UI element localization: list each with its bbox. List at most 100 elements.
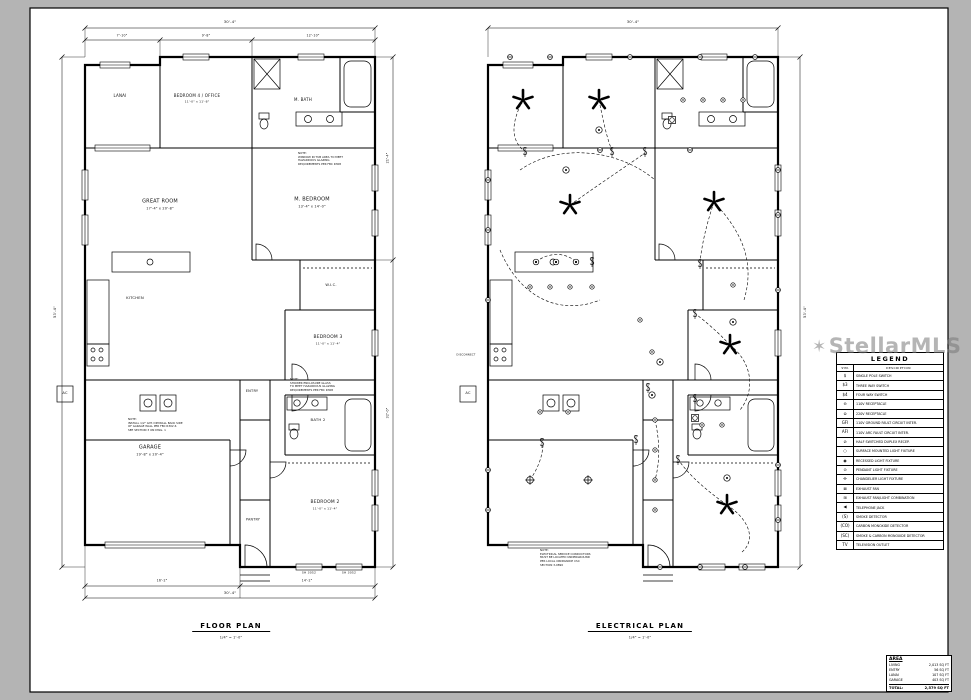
dim-ep-right-main: 53'-4" [803, 306, 808, 318]
room-label-bedroom4: BEDROOM 4 / OFFICE [173, 93, 221, 98]
receptacle-icon [627, 54, 633, 60]
room-label-wic: W.I.C. [325, 283, 337, 288]
dim-bottom-main: 30'-4" [223, 590, 237, 596]
legend-symbol-icon: (SC) [837, 531, 854, 541]
legend-row: ◉RECESSED LIGHT FIXTURE [837, 456, 943, 466]
receptacle-icon [485, 177, 491, 183]
receptacle-icon [485, 467, 491, 473]
legend-row: ⊖110V RECEPTACLE [837, 400, 943, 410]
legend-desc: 110V GROUND FAULT CIRCUIT INTER. [856, 421, 918, 426]
recessed-light-icon [719, 422, 725, 428]
legend-desc: THREE WAY SWITCH [856, 383, 890, 388]
room-label-garage: GARAGE [138, 444, 162, 451]
dim-ep-top-main: 30'-4" [626, 19, 640, 25]
electrical-plan-scale: 1/4" = 1'-0" [628, 635, 652, 640]
dimension-lines [59, 25, 803, 601]
legend-col-symbol: SYM. [837, 365, 854, 371]
dim-right-b: 32'-0" [385, 407, 390, 419]
legend-desc: SURFACE MOUNTED LIGHT FIXTURE [856, 449, 915, 454]
area-total-label: TOTAL: [889, 686, 904, 691]
electrical-plan-title: ELECTRICAL PLAN [587, 622, 693, 632]
window-tag: SH 3052 [301, 570, 317, 575]
legend-symbol-icon: ⊙ [837, 465, 854, 475]
legend-col-description: DESCRIPTION [886, 366, 911, 370]
area-label: LANAI [889, 673, 899, 678]
room-size-great-room: 17'-4" x 20'-8" [146, 206, 174, 211]
legend-symbol-icon: ◉ [837, 456, 854, 465]
receptacle-icon [775, 287, 781, 293]
room-label-kitchen: KITCHEN [126, 295, 144, 301]
recessed-light-icon [527, 284, 533, 290]
smoke-detector-icon [729, 318, 737, 326]
room-label-mbedroom: M. BEDROOM [294, 196, 330, 203]
legend-symbol-icon: ◀ [837, 503, 854, 512]
smoke-detector-icon [562, 166, 570, 174]
receptacle-icon [742, 564, 748, 570]
legend-table: LEGEND SYM. DESCRIPTION $SINGLE POLE SWI… [836, 352, 944, 551]
area-label: LIVING [889, 662, 901, 667]
legend-symbol-icon: ⊠ [837, 484, 854, 494]
legend-symbol-icon: ⊖ [837, 400, 854, 409]
receptacle-icon [597, 147, 603, 153]
smoke-detector-icon [648, 391, 656, 399]
legend-desc: EXHAUST FAN [856, 486, 879, 491]
receptacle-icon [775, 517, 781, 523]
pendant-light-icon [532, 258, 540, 266]
recessed-light-icon [537, 409, 543, 415]
legend-row: (SC)SMOKE & CARBON MONOXIDE DETECTOR [837, 531, 943, 542]
legend-row: ⊙PENDANT LIGHT FIXTURE [837, 465, 943, 476]
legend-symbol-icon: GFI [837, 418, 854, 428]
receptacle-icon [485, 507, 491, 513]
legend-desc: HALF SWITCHED DUPLEX RECEP. [856, 439, 910, 444]
legend-row: ⊞EXHAUST FAN/LIGHT COMBINATION [837, 494, 943, 504]
legend-symbol-icon: $ [837, 372, 854, 381]
recessed-light-icon [740, 97, 746, 103]
area-value: 56 SQ FT [934, 667, 949, 672]
recessed-light-icon [652, 507, 658, 513]
area-value: 403 SQ FT [932, 678, 949, 683]
legend-desc: 220V RECEPTACLE [856, 411, 887, 416]
legend-row: ○SURFACE MOUNTED LIGHT FIXTURE [837, 447, 943, 457]
legend-desc: SMOKE & CARBON MONOXIDE DETECTOR [856, 533, 925, 538]
recessed-light-icon [652, 477, 658, 483]
receptacle-icon [775, 167, 781, 173]
legend-symbol-icon: $3 [837, 381, 854, 390]
receptacle-icon [687, 147, 693, 153]
area-value: 107 SQ FT [932, 673, 949, 678]
pendant-light-icon [552, 258, 560, 266]
recessed-light-icon [565, 409, 571, 415]
ac-label-electrical-plan: AC [465, 391, 471, 396]
room-size-bedroom2: 11'-0" x 11'-4" [312, 506, 338, 511]
receptacle-icon [775, 462, 781, 468]
smoke-detector-icon [723, 474, 731, 482]
legend-row: ✣CHANDELIER LIGHT FIXTURE [837, 475, 943, 485]
recessed-light-icon [567, 284, 573, 290]
area-row: LANAI 107 SQ FT [889, 673, 949, 678]
room-label-lanai: LANAI [113, 93, 127, 98]
room-label-bedroom2: BEDROOM 2 [310, 499, 340, 505]
receptacle-icon [752, 54, 758, 60]
legend-symbol-icon: ⊜ [837, 409, 854, 418]
legend-symbol-icon: TV [837, 541, 854, 550]
legend-row: $SINGLE POLE SWITCH [837, 372, 943, 382]
legend-desc: PENDANT LIGHT FIXTURE [856, 468, 898, 473]
room-label-great-room: GREAT ROOM [142, 198, 178, 205]
receptacle-icon [657, 564, 663, 570]
receptacle-icon [485, 297, 491, 303]
room-label-pantry: PANTRY [245, 517, 261, 522]
legend-desc: TELEVISION OUTLET [856, 543, 890, 548]
room-size-garage: 19'-8" x 20'-4" [136, 452, 164, 457]
recessed-light-icon [589, 284, 595, 290]
recessed-light-icon [699, 422, 705, 428]
legend-symbol-icon: ⊘ [837, 437, 854, 447]
area-total-row: TOTAL:2,579 SQ FT [889, 684, 949, 690]
pendant-light-icon [572, 258, 580, 266]
legend-header-row: SYM. DESCRIPTION [837, 365, 943, 372]
